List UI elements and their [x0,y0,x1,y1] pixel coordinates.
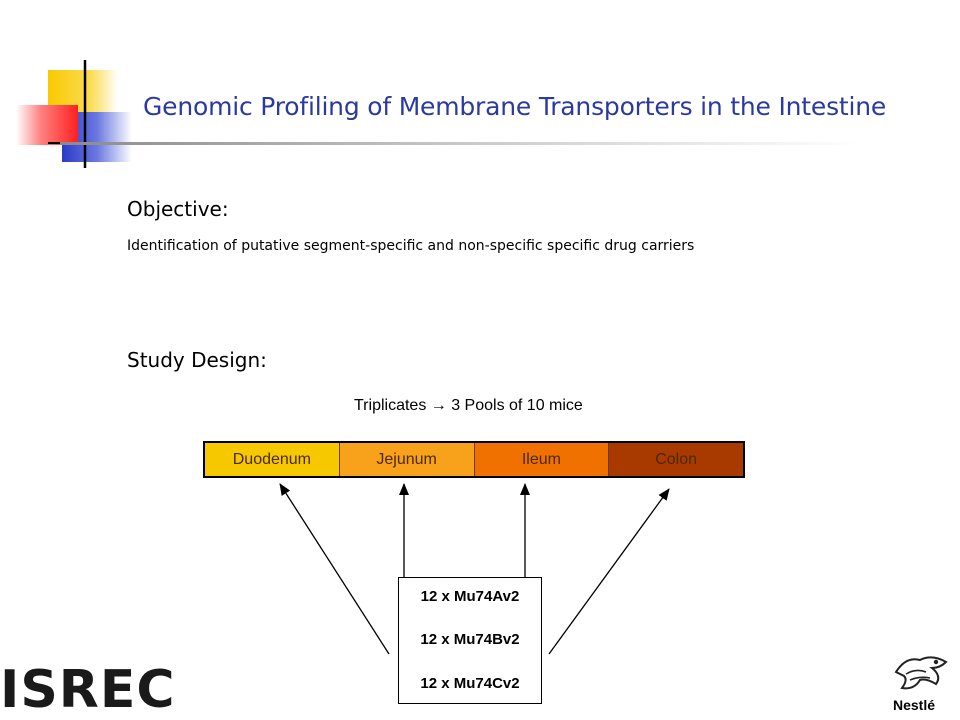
nestle-logo-text: Nestlé [893,697,936,713]
arrow-to-duodenum [279,483,390,655]
slide-title: Genomic Profiling of Membrane Transporte… [143,92,887,121]
intestine-segment-bar: Duodenum Jejunum Ileum Colon [203,441,745,478]
title-underline [60,142,860,145]
chip-box: 12 x Mu74Av2 12 x Mu74Bv2 12 x Mu74Cv2 [398,577,542,704]
nestle-bird-icon [894,656,948,690]
segment-ileum: Ileum [474,443,610,476]
segment-colon: Colon [609,443,743,476]
objective-text: Identification of putative segment-speci… [127,238,695,254]
study-design-heading: Study Design: [127,348,267,372]
chip-b: 12 x Mu74Bv2 [420,631,520,648]
chip-c: 12 x Mu74Cv2 [420,675,520,692]
chip-a: 12 x Mu74Av2 [420,588,520,605]
red-square [16,105,78,145]
segment-jejunum: Jejunum [339,443,475,476]
isrec-logo: ISREC [0,660,176,720]
arrow-to-colon [548,488,670,655]
objective-heading: Objective: [127,197,229,221]
segment-duodenum: Duodenum [205,443,340,476]
triplicates-label: Triplicates → 3 Pools of 10 mice [354,397,583,414]
